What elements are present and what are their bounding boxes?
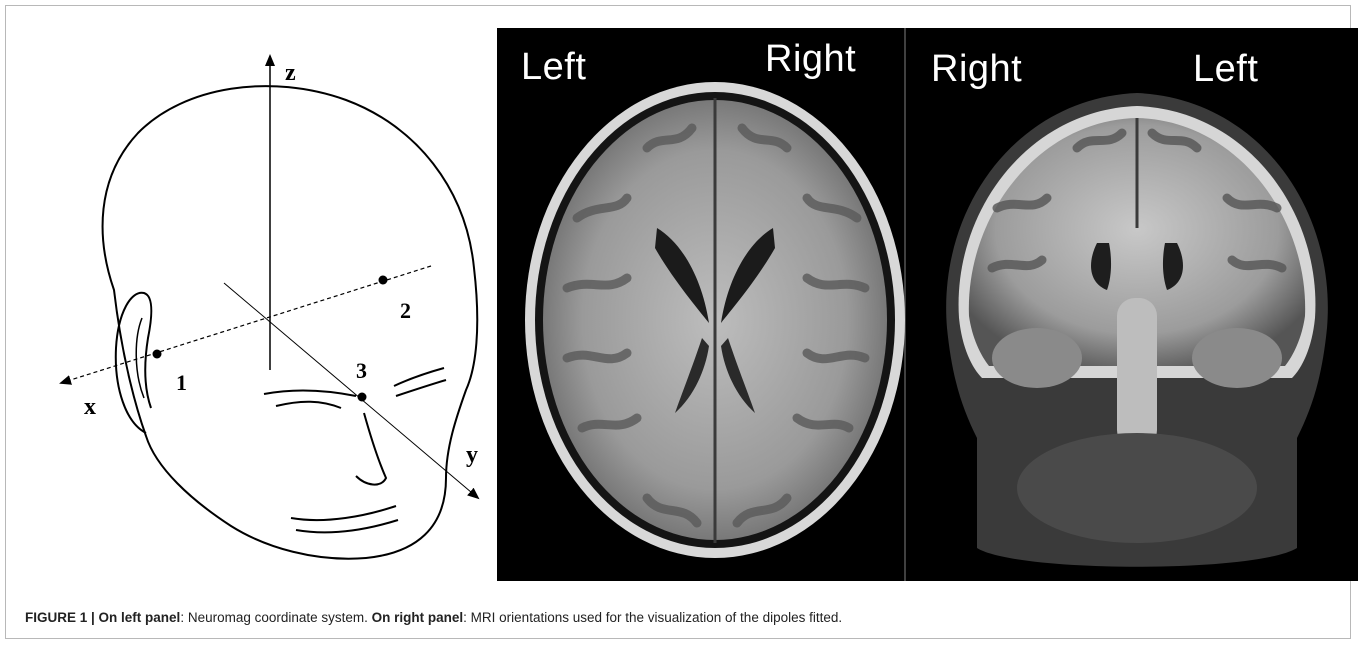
y-axis [224, 283, 478, 498]
caption-right-panel-label: On right panel [372, 610, 464, 625]
point-3-dot [358, 393, 367, 402]
mouth-line-2 [296, 520, 398, 532]
axial-mri-image [525, 82, 905, 558]
axis-label-y: y [466, 442, 478, 468]
ear-inner [136, 318, 144, 398]
mouth-lines [291, 506, 396, 520]
mri-images [497, 28, 1358, 581]
point-label-2: 2 [400, 298, 411, 323]
mri-panel: Left Right Right Left [497, 28, 1358, 581]
nose-line [356, 413, 386, 485]
figure-caption: FIGURE 1 | On left panel: Neuromag coord… [25, 610, 1345, 625]
head-diagram: z x y 1 2 3 [26, 28, 496, 588]
caption-left-panel-text: : Neuromag coordinate system. [180, 610, 371, 625]
axis-label-x: x [84, 394, 96, 420]
axial-right-label: Right [765, 40, 856, 78]
ear-outline [116, 293, 151, 433]
coronal-right-label: Left [1193, 50, 1258, 88]
point-2-dot [379, 276, 388, 285]
axis-label-z: z [285, 60, 296, 86]
caption-right-panel-text: : MRI orientations used for the visualiz… [463, 610, 842, 625]
figure-frame: z x y 1 2 3 [5, 5, 1351, 639]
point-1-dot [153, 350, 162, 359]
caption-left-panel-label: On left panel [99, 610, 181, 625]
eyebrow-lines [264, 390, 356, 396]
axial-left-label: Left [521, 48, 586, 86]
caption-figure-label: FIGURE 1 | [25, 610, 99, 625]
x-axis [61, 266, 431, 383]
point-label-1: 1 [176, 370, 187, 395]
eyebrow-line-2 [276, 402, 341, 408]
point-label-3: 3 [356, 358, 367, 383]
coronal-mri-image [946, 93, 1328, 567]
head-diagram-panel: z x y 1 2 3 [26, 28, 496, 588]
head-outline [103, 86, 478, 559]
coronal-left-label: Right [931, 50, 1022, 88]
